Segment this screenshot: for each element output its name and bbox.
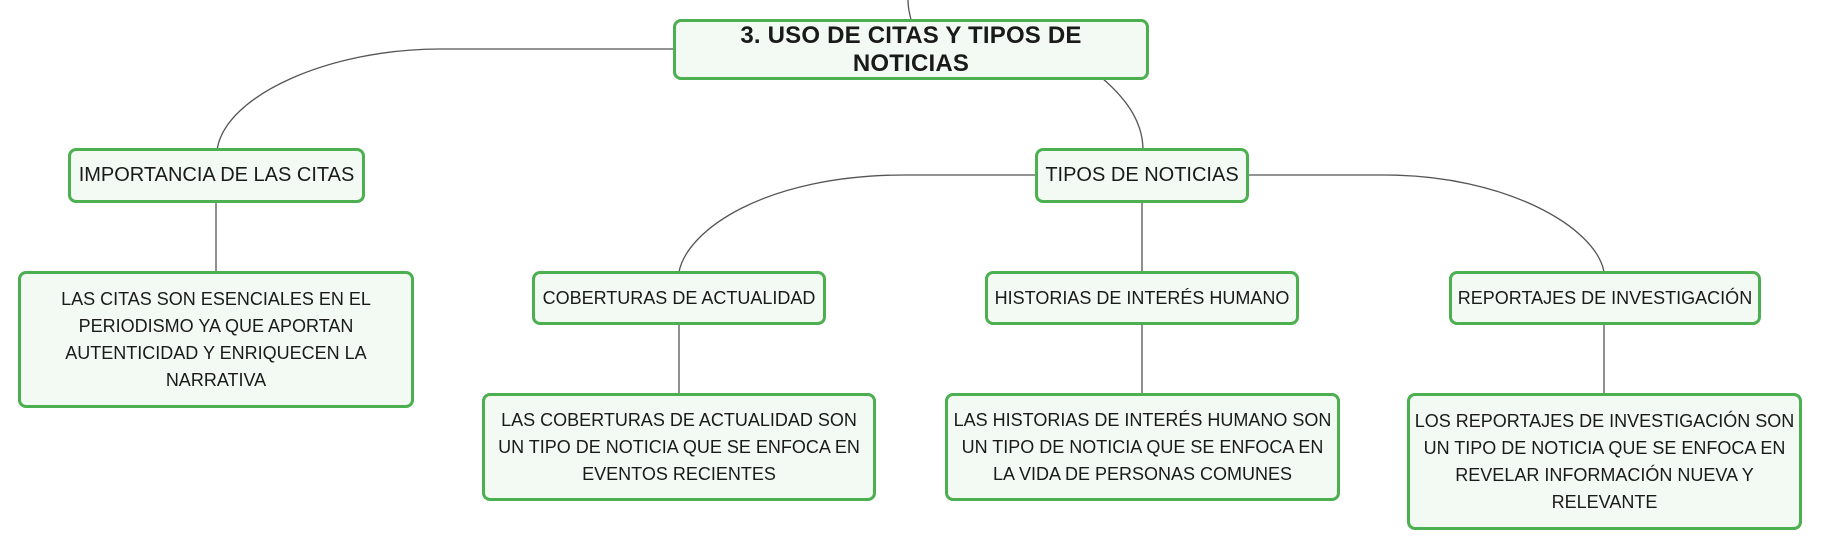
subtopic-reportajes-label: REPORTAJES DE INVESTIGACIÓN <box>1457 287 1753 308</box>
detail-reportajes-text: LOS REPORTAJES DE INVESTIGACIÓN SON UN T… <box>1414 410 1795 512</box>
root-topic-node[interactable]: 3. USO DE CITAS Y TIPOS DE NOTICIAS <box>673 19 1149 80</box>
connector-tipos-to-coberturas <box>678 174 1036 273</box>
subtopic-historias-label: HISTORIAS DE INTERÉS HUMANO <box>994 287 1290 308</box>
detail-reportajes-investigacion[interactable]: LOS REPORTAJES DE INVESTIGACIÓN SON UN T… <box>1407 393 1802 530</box>
detail-coberturas-actualidad[interactable]: LAS COBERTURAS DE ACTUALIDAD SON UN TIPO… <box>482 393 876 501</box>
root-topic-label: 3. USO DE CITAS Y TIPOS DE NOTICIAS <box>740 21 1082 77</box>
detail-historias-interes-humano[interactable]: LAS HISTORIAS DE INTERÉS HUMANO SON UN T… <box>945 393 1340 501</box>
topic-importancia-label: IMPORTANCIA DE LAS CITAS <box>78 164 355 186</box>
connector-root-to-importancia <box>216 48 673 151</box>
connector-root-to-tipos <box>1101 77 1144 151</box>
subtopic-coberturas-label: COBERTURAS DE ACTUALIDAD <box>542 287 816 308</box>
subtopic-reportajes-investigacion[interactable]: REPORTAJES DE INVESTIGACIÓN <box>1449 271 1761 325</box>
detail-importancia-citas[interactable]: LAS CITAS SON ESENCIALES EN EL PERIODISM… <box>18 271 414 408</box>
detail-coberturas-text: LAS COBERTURAS DE ACTUALIDAD SON UN TIPO… <box>498 409 860 484</box>
subtopic-coberturas-actualidad[interactable]: COBERTURAS DE ACTUALIDAD <box>532 271 826 325</box>
connector-parent-to-root <box>907 0 912 21</box>
subtopic-historias-interes-humano[interactable]: HISTORIAS DE INTERÉS HUMANO <box>985 271 1299 325</box>
topic-importancia-citas[interactable]: IMPORTANCIA DE LAS CITAS <box>68 148 365 203</box>
detail-historias-text: LAS HISTORIAS DE INTERÉS HUMANO SON UN T… <box>953 409 1332 484</box>
detail-importancia-text: LAS CITAS SON ESENCIALES EN EL PERIODISM… <box>61 288 371 390</box>
topic-tipos-noticias[interactable]: TIPOS DE NOTICIAS <box>1035 148 1249 203</box>
topic-tipos-label: TIPOS DE NOTICIAS <box>1045 164 1239 186</box>
connector-tipos-to-reportajes <box>1248 174 1605 273</box>
